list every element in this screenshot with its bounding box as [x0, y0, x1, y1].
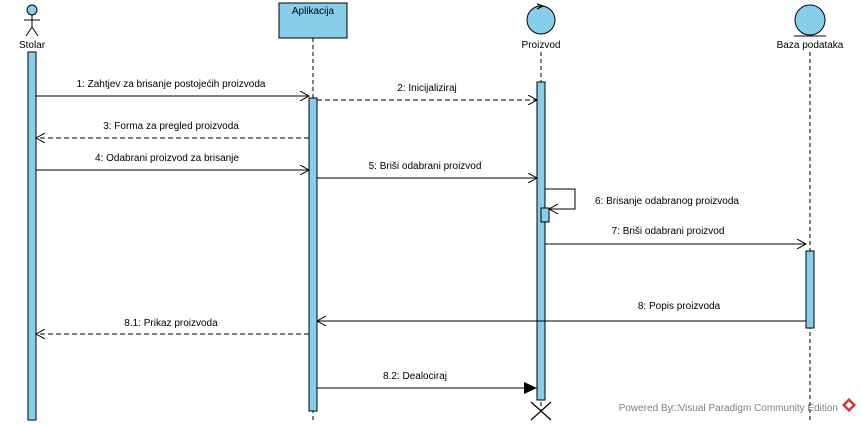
message-8-1[interactable]: 8.1: Prikaz proizvoda — [36, 318, 309, 334]
message-label: 8: Popis proizvoda — [638, 301, 721, 312]
activation-bar — [27, 51, 37, 421]
message-label: 8.1: Prikaz proizvoda — [124, 318, 218, 329]
entity-icon — [794, 4, 826, 37]
participant-box — [278, 2, 348, 39]
watermark: Powered By□Visual Paradigm Community Edi… — [619, 397, 857, 414]
participant-stolar[interactable]: Stolar — [19, 4, 46, 421]
activation-bar — [308, 97, 318, 412]
message-8-2[interactable]: 8.2: Dealociraj — [317, 371, 537, 394]
message-label: 3: Forma za pregled proizvoda — [103, 121, 239, 132]
watermark-text: Powered By□Visual Paradigm Community Edi… — [619, 403, 838, 414]
message-3[interactable]: 3: Forma za pregled proizvoda — [36, 121, 309, 138]
participant-baza[interactable]: Baza podataka — [777, 4, 844, 420]
message-4[interactable]: 4: Odabrani proizvod za brisanje — [36, 153, 309, 170]
participant-proizvod[interactable]: Proizvod — [522, 3, 561, 421]
message-7[interactable]: 7: Briši odabrani proizvod — [545, 226, 806, 244]
message-8[interactable]: 8: Popis proizvoda — [317, 301, 806, 321]
message-2[interactable]: 2: Inicijaliziraj — [317, 83, 537, 100]
control-icon — [526, 3, 556, 35]
message-label: 2: Inicijaliziraj — [397, 83, 456, 94]
participant-label: Stolar — [19, 40, 46, 51]
message-1[interactable]: 1: Zahtjev za brisanje postojećih proizv… — [36, 79, 309, 96]
actor-icon — [24, 4, 40, 37]
message-6-self[interactable]: 6: Brisanje odabranog proizvoda — [545, 188, 739, 209]
participant-aplikacija[interactable]: Aplikacija — [278, 2, 348, 420]
activation-bar — [536, 81, 546, 401]
message-label: 8.2: Dealociraj — [383, 371, 447, 382]
message-label: 1: Zahtjev za brisanje postojećih proizv… — [77, 79, 266, 90]
participant-label: Aplikacija — [292, 6, 335, 17]
message-label: 7: Briši odabrani proizvod — [612, 226, 725, 237]
message-label: 4: Odabrani proizvod za brisanje — [95, 153, 239, 164]
message-arrow — [545, 188, 576, 209]
participant-label: Proizvod — [522, 40, 561, 51]
message-label: 6: Brisanje odabranog proizvoda — [595, 196, 739, 207]
self-activation-bar — [540, 207, 550, 223]
message-label: 5: Briši odabrani proizvod — [369, 161, 482, 172]
participant-label: Baza podataka — [777, 40, 844, 51]
visual-paradigm-logo-icon — [841, 397, 857, 413]
destroy-icon — [530, 401, 552, 421]
activation-bar — [805, 250, 815, 329]
message-5[interactable]: 5: Briši odabrani proizvod — [317, 161, 537, 178]
